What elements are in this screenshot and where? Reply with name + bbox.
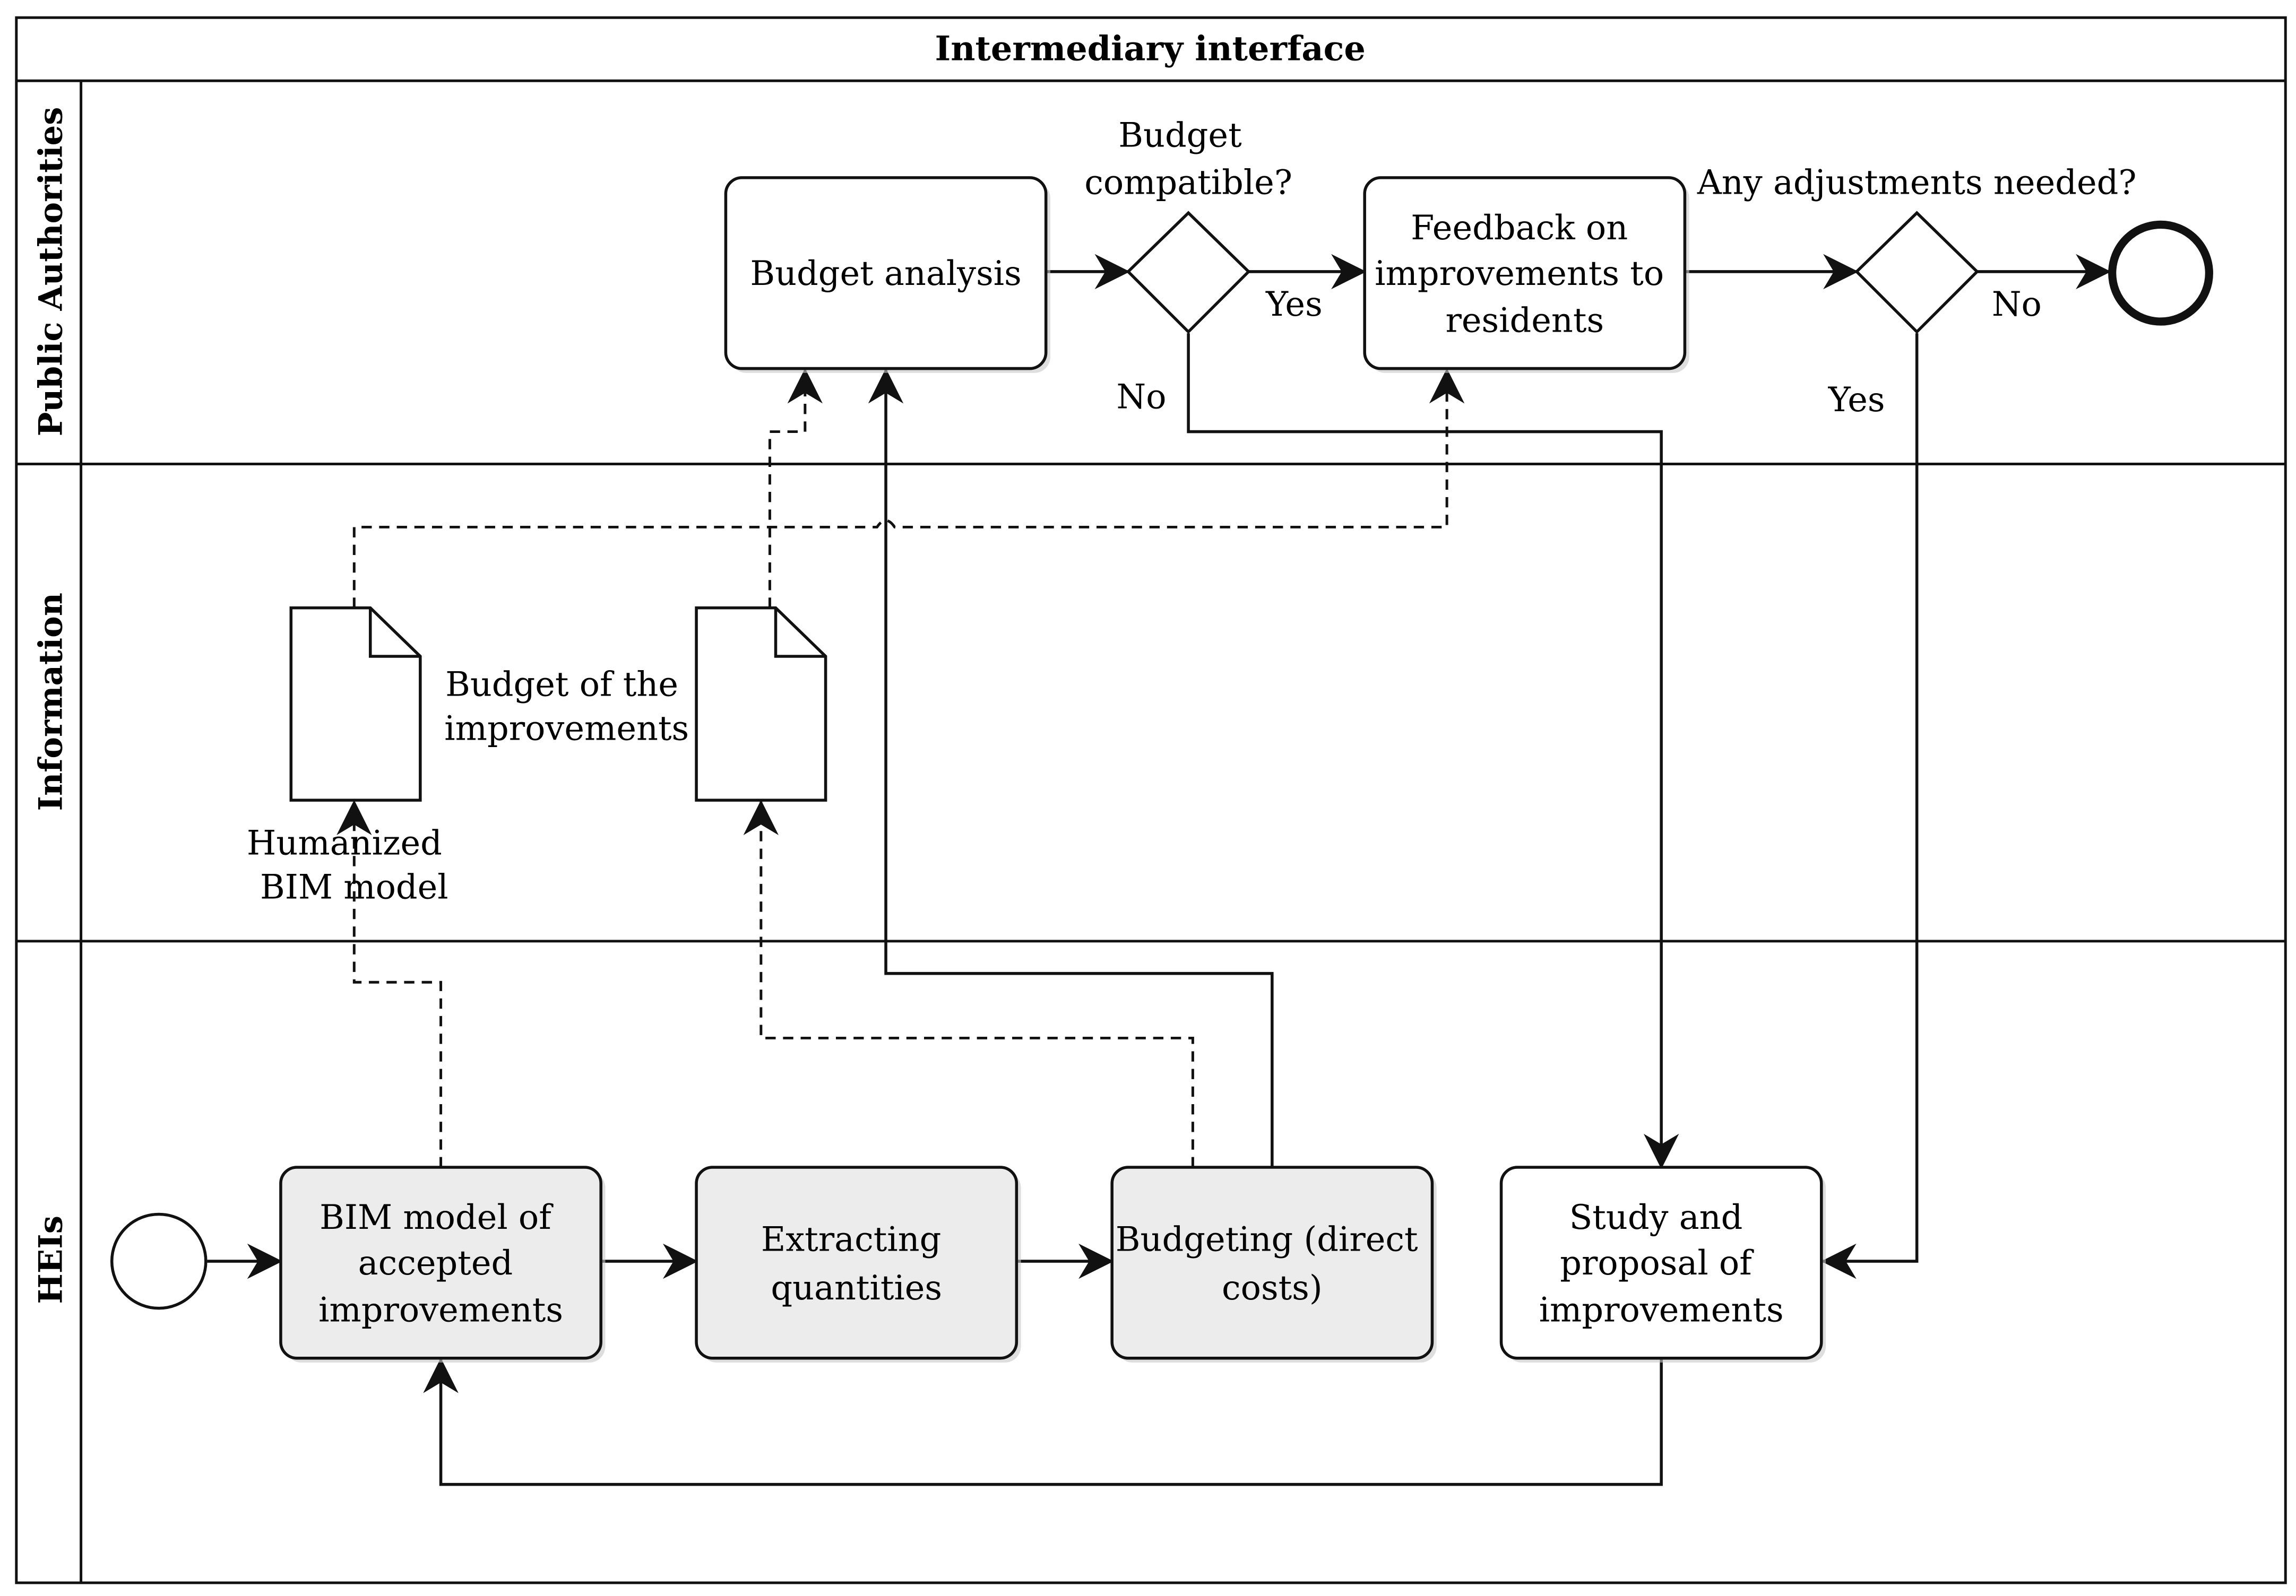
task-feedback	[1363, 176, 1689, 373]
gateway-budget-compatible-shape	[1126, 211, 1251, 334]
assoc-budgeting-to-budget-doc	[743, 800, 1194, 1167]
task-study-label: Study and proposal of improvements	[1539, 1198, 1784, 1330]
edge-label-yes-budget: Yes	[1265, 285, 1323, 324]
lane-label-heis: HEIs	[32, 1216, 70, 1304]
flow-gateway2-yes-to-study	[1821, 333, 1919, 1279]
document-budget-improvements	[695, 606, 827, 802]
edge-labels: Yes No No Yes	[1117, 285, 2042, 420]
task-labels: Budget analysis Feedback on improvements…	[318, 209, 1784, 1330]
start-event	[110, 1212, 208, 1310]
edge-label-no-budget: No	[1117, 377, 1167, 417]
assoc-humanized-to-feedback	[352, 368, 1465, 608]
task-bim-model-box	[279, 1166, 602, 1360]
task-budget-analysis-box	[724, 176, 1048, 370]
assoc-budget-doc-to-analysis	[768, 368, 823, 608]
task-bim-model-label: BIM model of accepted improvements	[318, 1198, 563, 1330]
task-budget-analysis	[724, 176, 1050, 373]
task-budgeting-box	[1110, 1166, 1434, 1360]
flow-gateway1-no-to-study	[1187, 333, 1679, 1169]
lane-label-public-authorities: Public Authorities	[32, 107, 70, 437]
edge-label-yes-adjustments: Yes	[1828, 380, 1885, 420]
document-humanized-bim-label: Humanized BIM model	[247, 824, 453, 907]
assoc-bim-to-humanized	[336, 800, 443, 1167]
task-extracting-label: Extracting quantities	[761, 1220, 952, 1308]
task-study-box	[1499, 1166, 1823, 1360]
flow-budgeting-to-budget-analysis	[868, 368, 1274, 1167]
gateway-adjustments	[1854, 211, 1980, 334]
edge-label-no-adjustments: No	[1992, 285, 2042, 324]
task-extracting-box	[695, 1166, 1018, 1360]
task-budgeting-label: Budgeting (direct costs)	[1116, 1220, 1429, 1308]
pool-title: Intermediary interface	[935, 29, 1365, 68]
gateway-adjustments-shape	[1854, 211, 1980, 334]
task-budgeting	[1110, 1166, 1437, 1363]
task-extracting	[695, 1166, 1021, 1363]
flow-study-to-bim	[423, 1358, 1663, 1486]
lane-label-information: Information	[32, 593, 70, 811]
gateway-adjustments-label: Any adjustments needed?	[1697, 163, 2137, 202]
task-budget-analysis-label: Budget analysis	[750, 254, 1021, 293]
gateway-labels: Budget compatible? Any adjustments neede…	[1084, 116, 2136, 203]
sequence-flows	[207, 254, 2111, 1486]
task-study	[1499, 1166, 1826, 1363]
associations	[336, 368, 1465, 1167]
gateway-budget-compatible	[1126, 211, 1251, 334]
end-event	[2108, 220, 2213, 326]
task-feedback-label: Feedback on improvements to residents	[1375, 209, 1674, 340]
document-budget-improvements-label: Budget of the improvements	[444, 665, 689, 749]
gateway-budget-compatible-label: Budget compatible?	[1084, 116, 1292, 203]
document-humanized-bim	[289, 606, 422, 802]
document-labels: Humanized BIM model Budget of the improv…	[247, 665, 689, 907]
task-bim-model	[279, 1166, 606, 1363]
task-feedback-box	[1363, 176, 1687, 370]
